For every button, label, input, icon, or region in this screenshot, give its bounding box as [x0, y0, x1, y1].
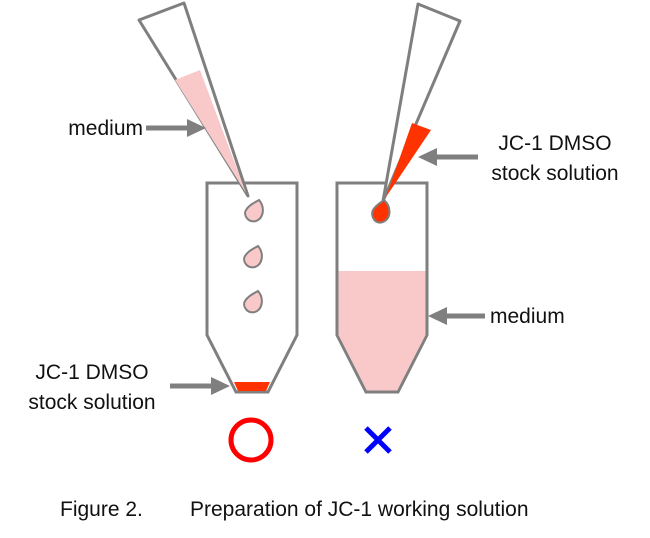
- right-tube-medium-layer: [338, 271, 426, 391]
- right-pipette-stock: [386, 123, 431, 197]
- right-setup: JC-1 DMSO stock solution medium: [335, 2, 619, 454]
- left-setup: medium JC-1 DMSO stock solution: [28, 1, 299, 463]
- correct-circle-icon: [228, 417, 274, 463]
- right-stock-droplet: [371, 198, 391, 224]
- caption-title: Preparation of JC-1 working solution: [190, 498, 529, 521]
- right-medium-arrow: [428, 307, 485, 325]
- incorrect-cross-icon: [364, 426, 392, 454]
- left-pipette-medium: [175, 70, 246, 193]
- caption-number: Figure 2.: [60, 498, 143, 521]
- left-droplet-1: [244, 198, 264, 223]
- right-stock-label-line2: stock solution: [491, 162, 618, 185]
- left-droplet-3: [243, 289, 263, 314]
- right-stock-label-line1: JC-1 DMSO: [498, 132, 611, 155]
- left-stock-label-line1: JC-1 DMSO: [35, 361, 148, 384]
- left-tube: [205, 181, 299, 394]
- right-stock-arrow: [418, 148, 478, 166]
- left-stock-arrow: [170, 377, 230, 395]
- left-droplet-2: [243, 244, 263, 269]
- left-medium-arrow: [146, 119, 206, 137]
- figure-caption: Figure 2. Preparation of JC-1 working so…: [60, 498, 529, 521]
- right-pipette-tip: [381, 2, 462, 203]
- left-stock-label-line2: stock solution: [28, 391, 155, 414]
- right-medium-label: medium: [490, 305, 565, 328]
- left-tube-stock-layer: [234, 382, 270, 391]
- left-medium-label: medium: [68, 117, 143, 140]
